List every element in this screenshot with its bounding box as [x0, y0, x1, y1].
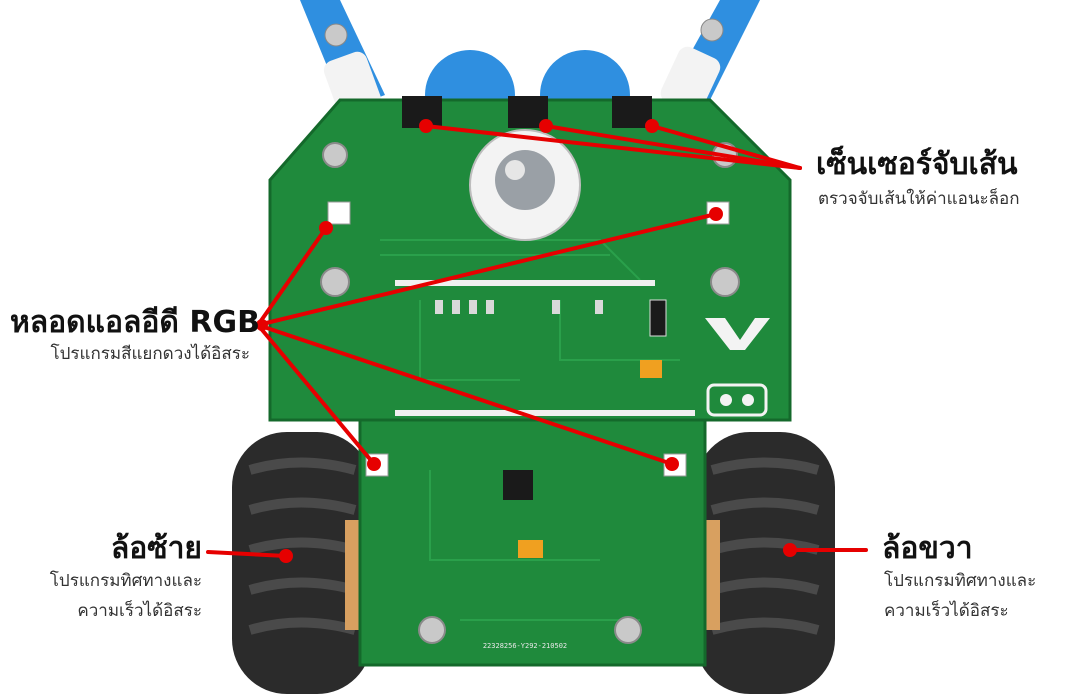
left-wheel — [232, 432, 373, 694]
led-rear-left-dot — [367, 457, 381, 471]
right-wheel-subtitle-2: ความเร็วได้อิสระ — [884, 601, 1009, 621]
left-wheel-subtitle-1: โปรแกรมทิศทางและ — [49, 571, 202, 591]
sensor-title: เซ็นเซอร์จับเส้น — [816, 147, 1018, 182]
right-wheel-dot — [783, 543, 797, 557]
left-wheel-title: ล้อซ้าย — [110, 531, 202, 566]
right-wheel-title: ล้อขวา — [882, 531, 973, 566]
left-wheel-subtitle-2: ความเร็วได้อิสระ — [77, 601, 202, 621]
sensor-subtitle: ตรวจจับเส้นให้ค่าแอนะล็อก — [818, 189, 1020, 209]
sensor-right-dot — [645, 119, 659, 133]
callout-lines — [206, 124, 868, 558]
led-hub-dot — [256, 319, 268, 331]
board-silkscreen: 22328256-Y292-210502 — [483, 642, 567, 650]
led-rear-right-dot — [665, 457, 679, 471]
led-front-right-dot — [709, 207, 723, 221]
sensor-center-dot — [539, 119, 553, 133]
left-wheel-dot — [279, 549, 293, 563]
right-wheel — [692, 432, 835, 694]
led-title: หลอดแอลอีดี RGB — [10, 305, 260, 340]
pcb-board: 22328256-Y292-210502 — [268, 96, 792, 667]
sensor-left-dot — [419, 119, 433, 133]
led-front-left-dot — [319, 221, 333, 235]
right-wheel-subtitle-1: โปรแกรมทิศทางและ — [884, 571, 1037, 591]
callout-dots — [256, 119, 797, 563]
led-subtitle: โปรแกรมสีแยกดวงได้อิสระ — [50, 344, 250, 364]
